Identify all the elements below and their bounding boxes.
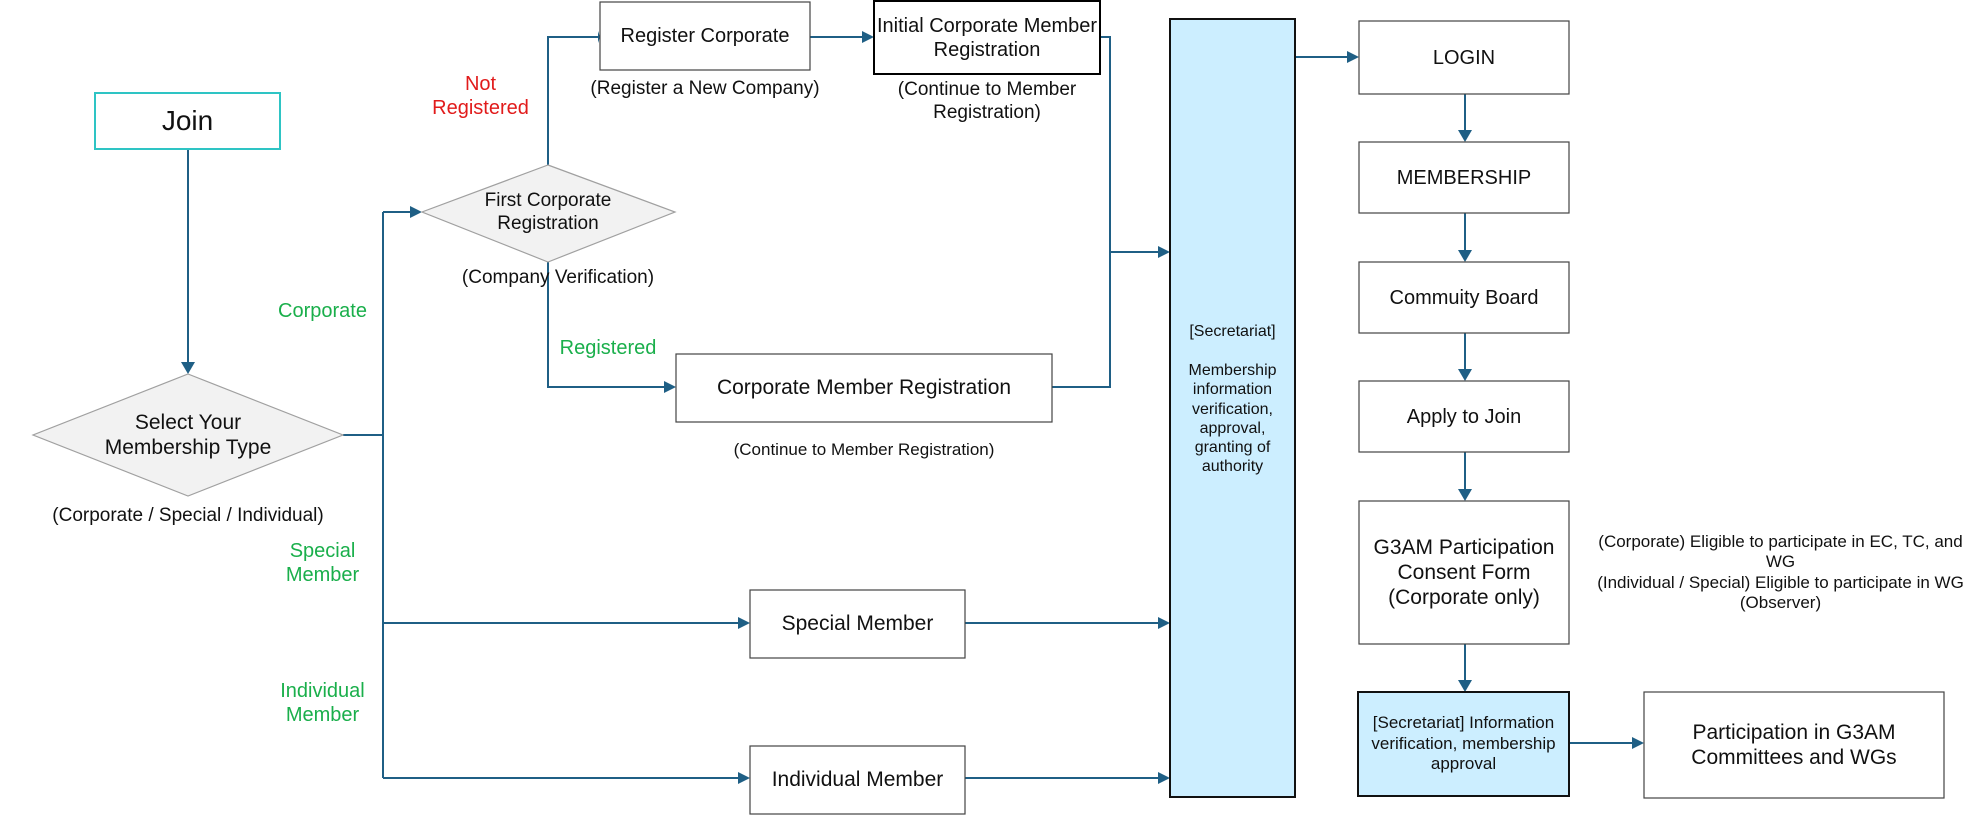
membership-label: MEMBERSHIP bbox=[1396, 166, 1532, 189]
apply-label: Apply to Join bbox=[1406, 405, 1522, 428]
select-type-node bbox=[31, 373, 345, 497]
individual-member-label: Individual Member bbox=[771, 768, 944, 792]
corporate-member-label: Corporate Member Registration bbox=[716, 376, 1012, 400]
initial-corporate-label: Initial Corporate Member Registration bbox=[876, 14, 1098, 61]
arrow-secretariat-individual bbox=[1158, 772, 1170, 784]
initial-corporate-note: (Continue to Member Registration) bbox=[897, 79, 1077, 123]
arrow-first-corporate bbox=[410, 206, 422, 218]
secretariat-title: [Secretariat] bbox=[1189, 323, 1276, 340]
initial-corporate-node bbox=[873, 0, 1101, 75]
first-corporate-label: First Corporate Registration bbox=[484, 190, 612, 234]
arrowheads bbox=[181, 31, 1644, 784]
secretariat-node bbox=[1169, 18, 1296, 798]
community-board-label: Commuity Board bbox=[1389, 286, 1539, 309]
edge-corporate-member-to-secretariat bbox=[1052, 252, 1111, 388]
login-label: LOGIN bbox=[1432, 46, 1496, 69]
select-type-note: (Corporate / Special / Individual) bbox=[52, 504, 324, 526]
secretariat-label: [Secretariat] Membership information ver… bbox=[1172, 322, 1293, 512]
eligibility-individual: (Individual / Special) Eligible to parti… bbox=[1597, 572, 1964, 612]
join-node bbox=[94, 92, 281, 150]
select-type-label: Select Your Membership Type bbox=[104, 410, 272, 459]
edge-label-registered: Registered bbox=[559, 337, 657, 359]
join-label: Join bbox=[161, 105, 214, 137]
arrow-consent bbox=[1458, 489, 1472, 501]
arrow-secretariat-special bbox=[1158, 617, 1170, 629]
first-corporate-node bbox=[420, 164, 677, 263]
secretariat-body: Membership information verification, app… bbox=[1188, 362, 1277, 476]
edge-first-to-corporate-member bbox=[547, 262, 666, 388]
register-corporate-label: Register Corporate bbox=[620, 25, 790, 47]
register-corporate-node bbox=[599, 1, 811, 71]
eligibility-note: (Corporate) Eligible to participate in E… bbox=[1583, 525, 1978, 620]
apply-node bbox=[1358, 380, 1570, 453]
arrow-community bbox=[1458, 250, 1472, 262]
arrow-register-corporate bbox=[598, 31, 600, 43]
edge-label-not-registered: Not Registered bbox=[432, 73, 529, 119]
login-node bbox=[1358, 20, 1570, 95]
membership-node bbox=[1358, 141, 1570, 214]
arrow-apply bbox=[1458, 369, 1472, 381]
arrow-special bbox=[738, 617, 750, 629]
arrow-initial bbox=[862, 31, 874, 43]
approval-node bbox=[1357, 691, 1570, 797]
edge-initial-to-secretariat bbox=[1100, 36, 1111, 252]
edge-label-special: Special Member bbox=[285, 540, 360, 586]
arrow-select bbox=[181, 362, 195, 374]
arrow-login bbox=[1347, 51, 1359, 63]
special-member-node bbox=[749, 589, 966, 659]
arrow-individual bbox=[738, 772, 750, 784]
edge-first-to-register-corporate bbox=[547, 36, 600, 165]
community-board-node bbox=[1358, 261, 1570, 334]
eligibility-corporate: (Corporate) Eligible to participate in E… bbox=[1598, 531, 1963, 572]
register-corporate-note: (Register a New Company) bbox=[590, 77, 820, 99]
participation-label: Participation in G3AM Committees and WGs bbox=[1691, 720, 1897, 769]
corporate-member-node bbox=[675, 353, 1053, 423]
special-member-label: Special Member bbox=[781, 612, 934, 636]
arrow-secretariat-merge bbox=[1158, 246, 1170, 258]
arrow-participation bbox=[1632, 737, 1644, 749]
individual-member-node bbox=[749, 745, 966, 815]
connectors bbox=[187, 36, 1634, 779]
edge-label-corporate: Corporate bbox=[278, 300, 367, 322]
participation-node bbox=[1643, 691, 1945, 799]
arrow-corporate-member bbox=[664, 381, 676, 393]
first-corporate-note: (Company Verification) bbox=[461, 266, 655, 288]
arrow-approval bbox=[1458, 680, 1472, 692]
consent-label: G3AM Participation Consent Form (Corpora… bbox=[1373, 535, 1555, 610]
consent-node bbox=[1358, 500, 1570, 645]
arrow-membership bbox=[1458, 130, 1472, 142]
approval-label: [Secretariat] Information verification, … bbox=[1371, 713, 1556, 774]
edge-label-individual: Individual Member bbox=[280, 680, 365, 726]
corporate-member-note: (Continue to Member Registration) bbox=[733, 439, 995, 459]
